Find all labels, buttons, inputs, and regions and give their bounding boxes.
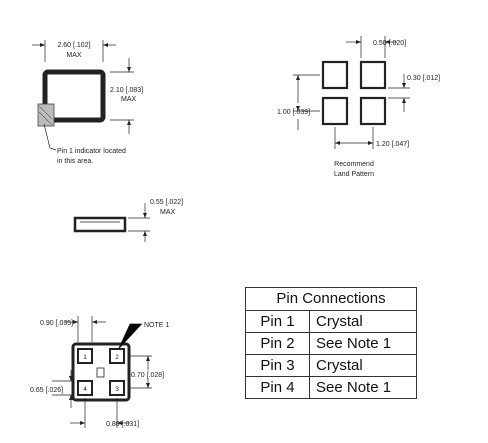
top-width-label: 2.60 [.102]	[57, 42, 90, 49]
land-caption-line2: Land Pattern	[334, 171, 374, 178]
package-outline	[42, 69, 106, 123]
package-side-outline	[73, 216, 127, 233]
pin-cell: Pin 2	[245, 332, 310, 355]
bottom-pad-width-label: 0.90 [.035]	[40, 320, 73, 327]
land-pad	[359, 60, 387, 90]
package-bottom-outline	[71, 342, 131, 402]
land-pad	[359, 96, 387, 126]
bottom-pitch-y-label: 0.70 [.028]	[131, 372, 164, 379]
land-pitch-x-label: 1.20 [.047]	[376, 141, 409, 148]
table-row: Pin 4 See Note 1	[245, 376, 417, 399]
table-row: Pin 1 Crystal	[245, 310, 417, 333]
land-pad	[321, 60, 349, 90]
function-cell: Crystal	[309, 354, 417, 377]
bottom-pad	[109, 348, 125, 364]
pin-cell: Pin 3	[245, 354, 310, 377]
bottom-pin-number: 2	[115, 354, 119, 361]
pin1-indicator-area	[37, 103, 55, 127]
bottom-pad	[77, 380, 93, 396]
bottom-pin-number: 4	[83, 386, 87, 393]
land-caption-line1: Recommend	[334, 161, 374, 168]
pin-cell: Pin 4	[245, 376, 310, 399]
center-mark	[96, 367, 105, 378]
bottom-note-label: NOTE 1	[144, 322, 169, 329]
table-row: Pin 2 See Note 1	[245, 332, 417, 355]
side-height-label: 0.55 [.022]	[150, 199, 183, 206]
pin-cell: Pin 1	[245, 310, 310, 333]
bottom-view	[52, 316, 152, 428]
function-cell: See Note 1	[309, 376, 417, 399]
pin1-note-line1: Pin 1 indicator located	[57, 148, 126, 155]
top-width-max: MAX	[66, 52, 82, 59]
side-height-max: MAX	[160, 209, 176, 216]
pin-table-title: Pin Connections	[245, 287, 417, 311]
side-view	[73, 203, 150, 242]
land-pattern	[293, 36, 410, 149]
bottom-pad-height-label: 0.65 [.026]	[30, 387, 63, 394]
bottom-pin-number: 1	[83, 354, 87, 361]
top-height-label: 2.10 [.083]	[110, 87, 143, 94]
bottom-pad	[77, 348, 93, 364]
top-view	[32, 40, 134, 151]
land-gap-label: 0.30 [.012]	[407, 75, 440, 82]
pin1-note-line2: in this area.	[57, 158, 93, 165]
function-cell: Crystal	[309, 310, 417, 333]
land-pitch-y-label: 1.00 [.039]	[277, 109, 310, 116]
bottom-pitch-x-label: 0.80 [.031]	[106, 421, 139, 428]
bottom-pad	[109, 380, 125, 396]
land-pad	[321, 96, 349, 126]
table-row: Pin 3 Crystal	[245, 354, 417, 377]
top-height-max: MAX	[121, 96, 137, 103]
function-cell: See Note 1	[309, 332, 417, 355]
bottom-pin-number: 3	[115, 386, 119, 393]
pin-connections-table: Pin Connections Pin 1 Crystal Pin 2 See …	[245, 287, 417, 399]
land-pad-width-label: 0.50 [.020]	[373, 40, 406, 47]
